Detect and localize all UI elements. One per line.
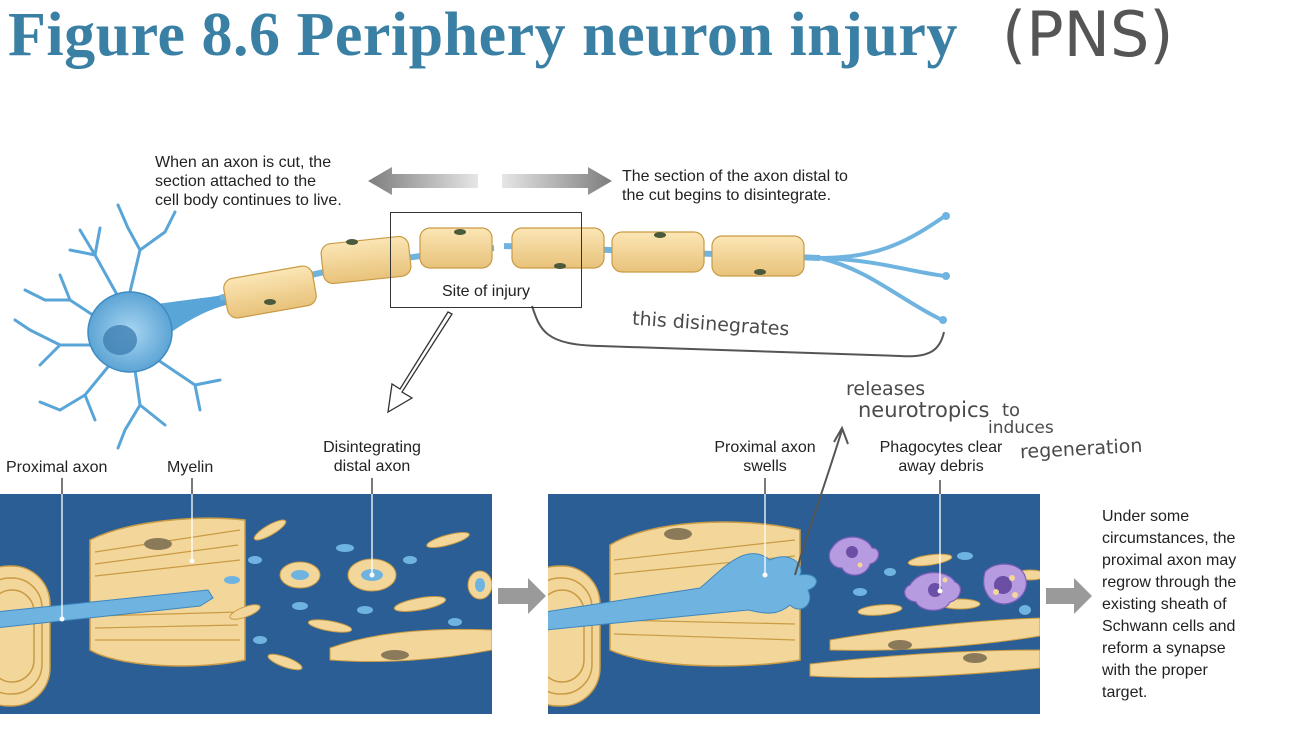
handwritten-bracket bbox=[531, 305, 945, 358]
schwann-nuclei bbox=[264, 229, 766, 305]
leader-line-stubs bbox=[61, 478, 941, 494]
regrow-note: Under some circumstances, the proximal a… bbox=[1102, 508, 1237, 701]
direction-arrows bbox=[368, 167, 612, 195]
site-of-injury-label: Site of injury bbox=[409, 283, 563, 301]
panel-transition-arrow bbox=[498, 578, 546, 614]
leader-dots bbox=[59, 558, 943, 622]
handwritten-to: to bbox=[1002, 400, 1021, 421]
panel-1-art bbox=[0, 517, 492, 707]
figure-title: Figure 8.6 Periphery neuron injury bbox=[8, 1, 958, 69]
arrow-left bbox=[368, 167, 478, 195]
swollen-axon bbox=[548, 553, 817, 631]
zoom-arrow bbox=[387, 311, 453, 414]
handwritten-neurotropics: neurotropics bbox=[858, 398, 990, 422]
neuron bbox=[13, 203, 230, 450]
panel-2-art bbox=[548, 521, 1040, 707]
schwann-cells bbox=[223, 227, 805, 319]
label-proximal-axon-swells: Proximal axon swells bbox=[714, 439, 816, 475]
handwritten-induces: induces bbox=[988, 418, 1054, 438]
label-myelin: Myelin bbox=[167, 459, 214, 476]
handwritten-releases: releases bbox=[846, 378, 926, 400]
proximal-cut-note: When an axon is cut, the section attache… bbox=[155, 154, 342, 209]
nucleus bbox=[103, 325, 137, 355]
handwritten-arrow bbox=[794, 425, 849, 576]
handwritten-pns: (PNS) bbox=[1002, 0, 1174, 71]
site-of-injury-box: Site of injury bbox=[390, 212, 582, 308]
arrow-right bbox=[502, 167, 612, 195]
regrow-arrow bbox=[1046, 578, 1092, 614]
label-disintegrating-distal-axon: Disintegrating distal axon bbox=[323, 439, 421, 475]
distal-cut-note: The section of the axon distal to the cu… bbox=[622, 168, 848, 204]
label-proximal-axon: Proximal axon bbox=[6, 459, 108, 476]
label-phagocytes: Phagocytes clear away debris bbox=[879, 439, 1003, 475]
